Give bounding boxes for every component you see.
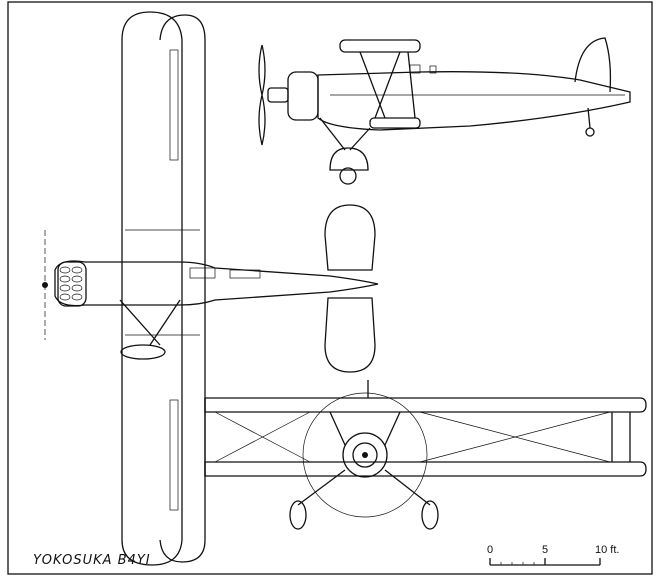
engine-cowl-side [287,71,319,121]
engine-front [342,432,388,478]
lower-wing-front [204,461,647,477]
scale-label-5: 5 [542,544,549,556]
wheel-side [339,167,357,185]
front-view [204,380,647,530]
tailwheel-side [585,127,595,137]
wheel-fairing-side [329,147,369,171]
plan-view [42,11,379,566]
wheel-left-front [289,500,307,530]
drawing-title: YOKOSUKA B4YI [33,553,151,568]
upper-wing-front [204,397,647,413]
engine-cowl-plan [57,261,87,307]
propeller-side [258,44,266,146]
wheel-right-front [421,500,439,530]
frame-border [7,1,653,575]
scale-label-0: 0 [487,544,494,556]
tailplane-right [324,297,376,373]
side-view [258,37,631,185]
float-plan [120,344,166,360]
upper-wing-plan [121,11,183,566]
lower-wing-side [369,117,421,129]
scale-label-10: 10 ft. [595,544,620,556]
tailplane-left [324,204,376,271]
scale-bar [489,558,601,566]
upper-wing-side [339,39,421,53]
fuselage-side [317,71,631,131]
fin-side [574,37,612,93]
fuselage-plan [54,260,379,307]
propeller-disc-front [302,392,428,518]
lower-wing-plan [159,14,206,563]
